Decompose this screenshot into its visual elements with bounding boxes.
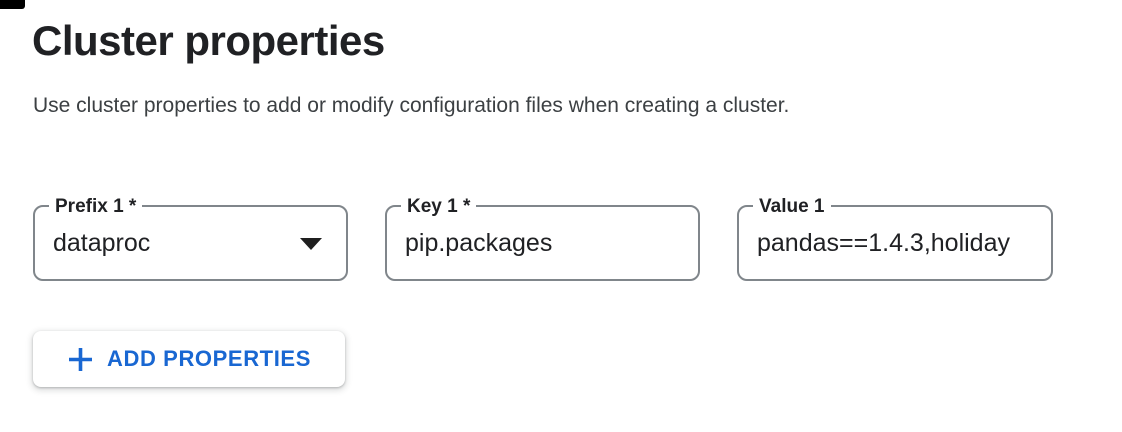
prefix-select[interactable]: dataproc: [35, 207, 346, 279]
prefix-select-value: dataproc: [53, 228, 151, 257]
prefix-field-label: Prefix 1 *: [49, 194, 143, 220]
page-title: Cluster properties: [32, 17, 385, 64]
key-field: Key 1 *: [385, 194, 700, 281]
add-properties-button[interactable]: ADD PROPERTIES: [33, 331, 345, 387]
value-field: Value 1: [737, 194, 1053, 281]
dropdown-caret-icon: [300, 238, 322, 250]
key-field-label: Key 1 *: [401, 194, 477, 220]
page-description: Use cluster properties to add or modify …: [33, 94, 790, 117]
value-field-label: Value 1: [753, 194, 831, 220]
plus-icon: [69, 347, 92, 371]
add-properties-button-label: ADD PROPERTIES: [107, 346, 311, 371]
corner-artifact: [0, 0, 25, 9]
prefix-field: Prefix 1 * dataproc: [33, 194, 348, 281]
